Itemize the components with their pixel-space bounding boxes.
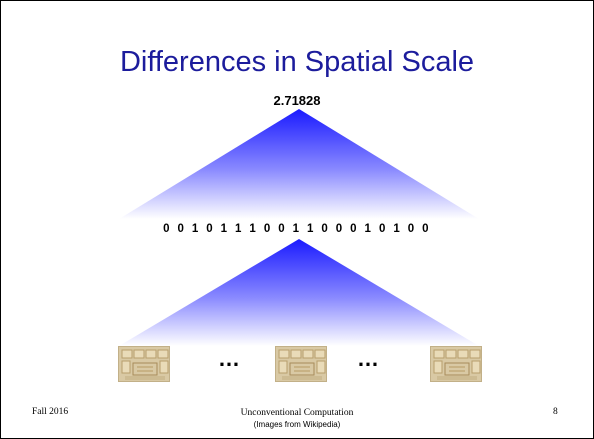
bit-string: 0 0 1 0 1 1 1 0 0 1 1 0 0 0 1 0 1 0 0 bbox=[163, 223, 431, 235]
footer-term: Fall 2016 bbox=[32, 407, 69, 417]
footer-image-credit: (Images from Wikipedia) bbox=[253, 420, 341, 429]
page-number: 8 bbox=[553, 407, 558, 417]
footer-course: Unconventional Computation (Images from … bbox=[197, 407, 397, 431]
chip-image-left bbox=[118, 346, 170, 382]
top-value: 2.71828 bbox=[273, 93, 321, 108]
slide-title: Differences in Spatial Scale bbox=[119, 46, 475, 78]
chip-image-right bbox=[430, 346, 482, 382]
lower-triangle bbox=[119, 239, 479, 346]
chip-image-icon bbox=[119, 347, 169, 381]
ellipsis-right: … bbox=[357, 346, 379, 371]
chip-image-icon bbox=[276, 347, 326, 381]
upper-triangle bbox=[119, 109, 479, 219]
chip-image-icon bbox=[431, 347, 481, 381]
chip-image-center bbox=[275, 346, 327, 382]
ellipsis-left: … bbox=[218, 346, 240, 371]
footer-course-title: Unconventional Computation bbox=[240, 408, 354, 418]
